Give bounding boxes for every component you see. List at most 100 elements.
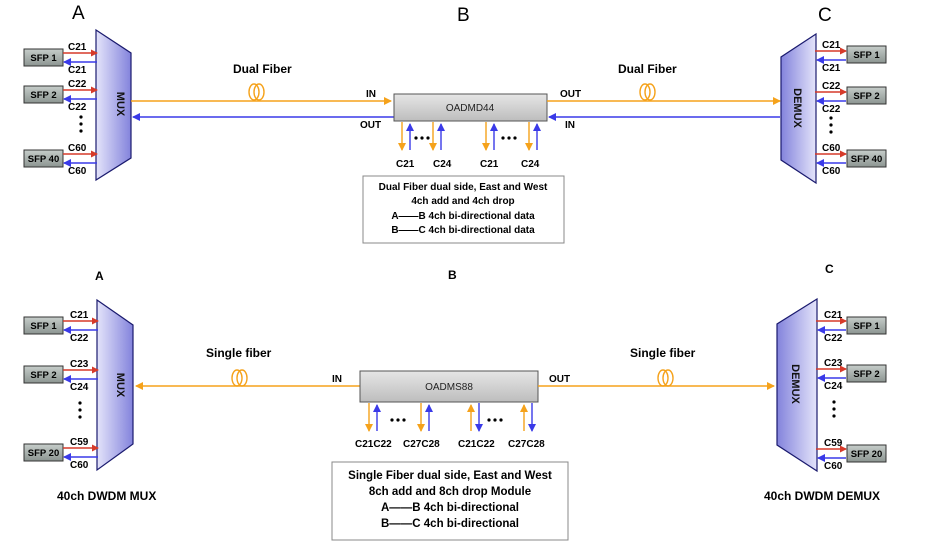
mux-block <box>96 298 134 472</box>
vertical-ellipsis-icon <box>829 116 833 134</box>
mux-label: MUX <box>114 92 126 117</box>
add-drop-label: C21C22 <box>458 439 495 450</box>
svg-text:SFP 2: SFP 2 <box>853 369 879 380</box>
fiber-coil-icon <box>231 369 248 387</box>
svg-text:B——C 4ch bi-directional data: B——C 4ch bi-directional data <box>391 225 535 236</box>
site-c-label: C <box>825 262 834 276</box>
svg-text:SFP 1: SFP 1 <box>853 321 880 332</box>
ch-label: C21 <box>822 63 841 74</box>
left-fiber-label: Single fiber <box>206 346 272 360</box>
ch-label: C60 <box>822 166 841 177</box>
svg-text:B——C 4ch bi-directional: B——C 4ch bi-directional <box>381 518 519 530</box>
horizontal-ellipsis-icon <box>414 136 430 140</box>
add-drop-label: C21 <box>396 159 415 170</box>
module-in-label: IN <box>332 374 342 385</box>
module-in-right-label: IN <box>565 120 575 131</box>
ch-label: C22 <box>822 81 841 92</box>
svg-text:SFP 20: SFP 20 <box>851 449 883 460</box>
sfp-left-1: SFP 1 <box>23 48 64 67</box>
site-b-label: B <box>457 5 470 26</box>
note-box-top: Dual Fiber dual side, East and West 4ch … <box>362 175 565 244</box>
vertical-ellipsis-icon <box>78 401 82 419</box>
module-out-label: OUT <box>549 374 570 385</box>
svg-text:A——B 4ch bi-directional: A——B 4ch bi-directional <box>381 502 519 514</box>
horizontal-ellipsis-icon <box>501 136 517 140</box>
demux-label: DEMUX <box>789 364 801 404</box>
site-a-label: A <box>95 269 104 283</box>
ch-label: C60 <box>68 143 87 154</box>
vertical-ellipsis-icon <box>832 400 836 418</box>
mux-block <box>95 28 132 182</box>
oadm-module-bottom: OADMS88 <box>359 370 539 403</box>
sfp-right-2: SFP 2 <box>846 86 887 105</box>
ch-label: C59 <box>70 437 89 448</box>
svg-text:SFP 20: SFP 20 <box>28 448 60 459</box>
svg-text:SFP 1: SFP 1 <box>853 50 880 61</box>
ch-label: C21 <box>70 310 89 321</box>
site-a-label: A <box>72 3 85 24</box>
module-out-label: OUT <box>360 120 381 131</box>
svg-text:SFP 40: SFP 40 <box>851 154 883 165</box>
module-out-right-label: OUT <box>560 89 581 100</box>
ch-label: C24 <box>824 381 843 392</box>
svg-text:A——B 4ch bi-directional data: A——B 4ch bi-directional data <box>391 211 535 222</box>
add-drop-label: C21 <box>480 159 499 170</box>
ch-label: C24 <box>70 382 89 393</box>
svg-text:Single Fiber dual side, East a: Single Fiber dual side, East and West <box>348 470 552 482</box>
add-drop-label: C27C28 <box>508 439 545 450</box>
sfp-left-1: SFP 1 <box>23 316 64 335</box>
sfp-right-2: SFP 2 <box>846 364 887 383</box>
svg-text:SFP 40: SFP 40 <box>28 154 60 165</box>
sfp-right-1: SFP 1 <box>846 316 887 335</box>
svg-text:SFP 2: SFP 2 <box>853 91 879 102</box>
sfp-right-20: SFP 20 <box>846 444 887 463</box>
ch-label: C60 <box>822 143 841 154</box>
svg-text:SFP 1: SFP 1 <box>30 321 57 332</box>
ch-label: C21 <box>824 310 843 321</box>
oadm-module-top: OADMD44 <box>393 93 548 122</box>
svg-text:4ch add and 4ch drop: 4ch add and 4ch drop <box>411 196 514 207</box>
caption-demux: 40ch DWDM DEMUX <box>764 489 880 503</box>
sfp-right-1: SFP 1 <box>846 45 887 64</box>
ch-label: C22 <box>68 102 87 113</box>
sfp-left-20: SFP 20 <box>23 443 64 462</box>
demux-block <box>776 297 818 473</box>
demux-label: DEMUX <box>791 88 803 128</box>
fiber-coil-icon <box>248 83 265 101</box>
svg-text:OADMD44: OADMD44 <box>446 103 495 114</box>
ch-label: C23 <box>70 359 89 370</box>
site-b-label: B <box>448 268 457 282</box>
demux-block <box>780 32 817 185</box>
add-drop-label: C24 <box>521 159 540 170</box>
svg-text:Dual Fiber dual side, East and: Dual Fiber dual side, East and West <box>379 182 548 193</box>
sfp-left-2: SFP 2 <box>23 365 64 384</box>
ch-label: C60 <box>68 166 87 177</box>
module-in-label: IN <box>366 89 376 100</box>
ch-label: C22 <box>824 333 843 344</box>
ch-label: C21 <box>68 65 87 76</box>
site-c-label: C <box>818 5 832 26</box>
right-fiber-label: Dual Fiber <box>618 62 677 76</box>
note-box-bottom: Single Fiber dual side, East and West 8c… <box>331 461 569 541</box>
fiber-coil-icon <box>657 369 674 387</box>
add-drop-label: C24 <box>433 159 452 170</box>
ch-label: C60 <box>70 460 89 471</box>
fiber-coil-icon <box>639 83 656 101</box>
ch-label: C22 <box>68 79 87 90</box>
horizontal-ellipsis-icon <box>487 418 503 422</box>
sfp-right-40: SFP 40 <box>846 149 887 168</box>
ch-label: C21 <box>68 42 87 53</box>
svg-text:8ch add and 8ch drop Module: 8ch add and 8ch drop Module <box>369 486 531 498</box>
svg-text:SFP 1: SFP 1 <box>30 53 57 64</box>
ch-label: C22 <box>70 333 89 344</box>
svg-text:OADMS88: OADMS88 <box>425 382 473 393</box>
ch-label: C59 <box>824 438 843 449</box>
caption-mux: 40ch DWDM MUX <box>57 489 156 503</box>
ch-label: C21 <box>822 40 841 51</box>
sfp-left-40: SFP 40 <box>23 149 64 168</box>
vertical-ellipsis-icon <box>79 115 83 133</box>
ch-label: C22 <box>822 104 841 115</box>
horizontal-ellipsis-icon <box>390 418 406 422</box>
mux-label: MUX <box>114 373 126 398</box>
add-drop-label: C21C22 <box>355 439 392 450</box>
